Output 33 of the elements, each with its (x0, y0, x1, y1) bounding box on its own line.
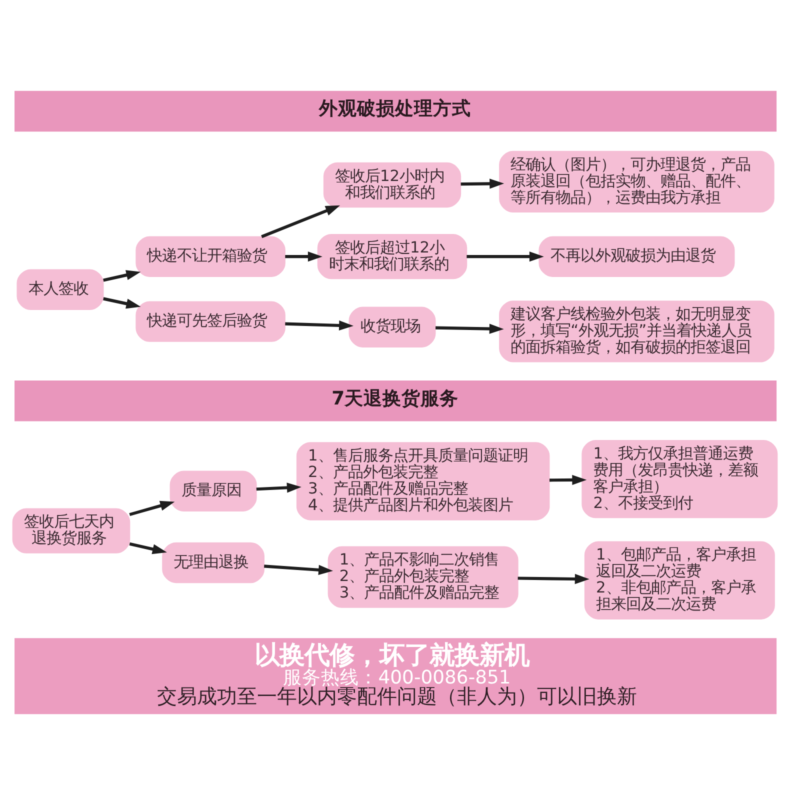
arrow (261, 204, 340, 238)
node-box: 建议客户线检验外包装，如无明显变形，填写“外观无损”并当着快递人员的面拆箱验货，如有破损的拒签退回 (499, 300, 774, 362)
node-box: 本人签收 (16, 268, 104, 310)
node-box: 7天退换货服务 (14, 380, 777, 421)
node-box: 签收后12小时内和我们联系的 (323, 162, 462, 208)
arrow (264, 564, 334, 574)
node-box: 以换代修，坏了就换新机 服务热线：400-0086-851 交易成功至一年以内零配件问题（非人为）可以旧换新 (14, 638, 777, 714)
arrow (285, 251, 322, 262)
node-box: 经确认（图片），可办理退货，产品原装退回（包括实物、赠品、配件、等所有物品），运费由我方承担 (499, 150, 774, 212)
node-box: 无理由退换 (162, 542, 264, 583)
node-box: 收货现场 (348, 306, 436, 347)
arrow (285, 320, 354, 330)
node-box: 1、售后服务点开具质量问题证明 2、产品外包装完整 3、产品配件及赠品完整 4、提供产品图片和外包装图片 (296, 442, 550, 520)
arrow (129, 500, 175, 516)
node-box: 不再以外观破损为由退货 (538, 236, 735, 276)
arrow (436, 323, 504, 334)
node-box: 快递不让开箱验货 (136, 236, 286, 276)
node-box: 快递可先签后验货 (136, 300, 286, 342)
arrow (460, 178, 504, 188)
node-box: 1、产品不影响二次销售 2、产品外包装完整 3、产品配件及赠品完整 (328, 546, 518, 608)
node-box: 质量原因 (170, 470, 257, 512)
arrow (550, 474, 587, 485)
node-box: 签收后七天内退换货服务 (12, 508, 130, 553)
arrow (466, 251, 544, 262)
arrow (256, 482, 302, 492)
arrow (103, 296, 141, 308)
node-box: 签收后超过12小时末和我们联系的 (317, 234, 468, 279)
arrow (518, 573, 590, 584)
arrow (103, 270, 141, 282)
arrow (129, 542, 167, 554)
node-box: 1、我方仅承担普通运费费用（发昂贵快递，差额客户承担） 2、不接受到付 (582, 439, 778, 518)
node-box: 外观破损处理方式 (14, 90, 777, 132)
node-box: 1、包邮产品，客户承担返回及二次运费 2、非包邮产品，客户承担来回及二次运费 (584, 540, 775, 619)
